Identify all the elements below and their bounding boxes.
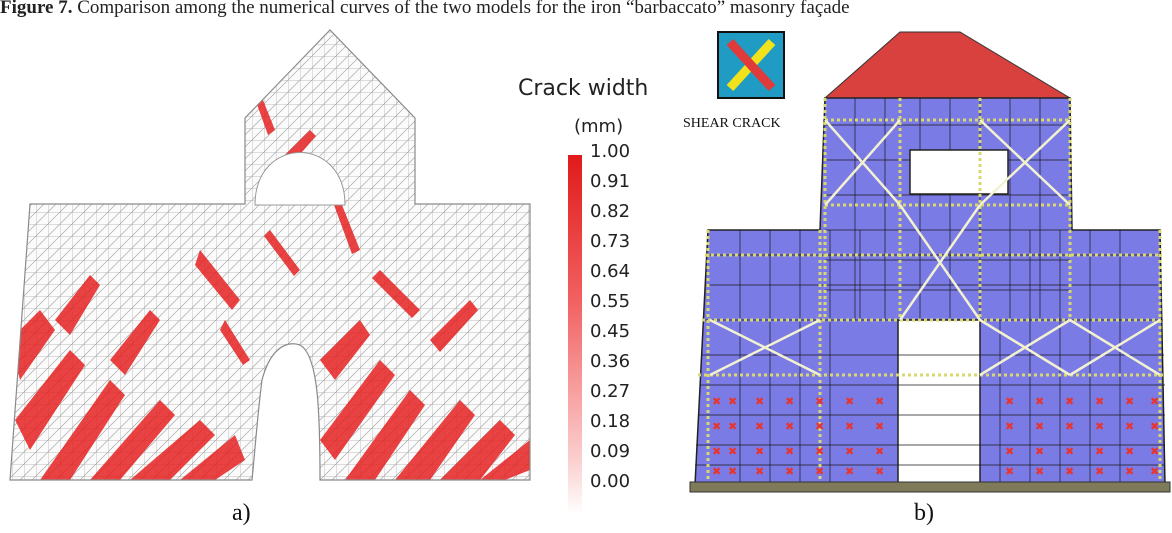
window-opening xyxy=(909,149,1009,195)
crack-marker: ✖ xyxy=(785,445,794,458)
crack-marker: ✖ xyxy=(1150,420,1159,433)
crack-marker: ✖ xyxy=(875,445,884,458)
diagonal-braces xyxy=(709,119,1161,377)
crack-marker: ✖ xyxy=(1035,420,1044,433)
colorbar-tick-label: 0.00 xyxy=(590,471,631,492)
crack-marker: ✖ xyxy=(1005,420,1014,433)
crack-marker: ✖ xyxy=(728,395,737,408)
colorbar-tick-label: 0.45 xyxy=(590,321,631,342)
crack-marker: ✖ xyxy=(1095,420,1104,433)
crack-marker: ✖ xyxy=(1065,445,1074,458)
colorbar-tick-label: 0.82 xyxy=(590,201,631,222)
colorbar-tick-label: 0.09 xyxy=(590,441,631,462)
crack-marker: ✖ xyxy=(815,445,824,458)
crack-marker: ✖ xyxy=(712,445,721,458)
crack-marker: ✖ xyxy=(1035,445,1044,458)
crack-marker: ✖ xyxy=(875,420,884,433)
crack-marker: ✖ xyxy=(1005,465,1014,478)
wall-mesh xyxy=(10,30,530,480)
colorbar-tick-label: 0.36 xyxy=(590,351,631,372)
crack-marker: ✖ xyxy=(1065,420,1074,433)
colorbar xyxy=(568,155,582,515)
crack-marker: ✖ xyxy=(815,395,824,408)
crack-marker: ✖ xyxy=(785,465,794,478)
crack-marker: ✖ xyxy=(755,420,764,433)
ground-slab xyxy=(689,481,1171,493)
crack-marker: ✖ xyxy=(875,395,884,408)
roof xyxy=(823,31,1072,99)
crack-marker: ✖ xyxy=(755,465,764,478)
crack-marker: ✖ xyxy=(728,465,737,478)
panel-a-label: a) xyxy=(232,500,251,526)
legend-unit: (mm) xyxy=(574,116,624,137)
panel-a-crack-map xyxy=(9,29,531,481)
crack-marker: ✖ xyxy=(845,420,854,433)
colorbar-tick-label: 0.18 xyxy=(590,411,631,432)
crack-marker: ✖ xyxy=(755,395,764,408)
panel-b-shear-model: ✖ ✖ ✖ ✖ ✖ ✖ ✖ ✖ ✖ ✖ ✖ ✖ ✖ ✖ ✖ ✖ ✖ ✖ ✖ ✖ ✖ ✖ ✖ ✖ ✖ ✖ ✖ ✖ ✖ ✖ ✖ ✖ ✖ ✖ ✖ ✖ ✖ ✖ ✖ ✖… xyxy=(689,31,1171,493)
colorbar-tick-label: 0.55 xyxy=(590,291,631,312)
crack-marker: ✖ xyxy=(1095,395,1104,408)
colorbar-tick-label: 0.27 xyxy=(590,381,631,402)
colorbar-tick-label: 0.73 xyxy=(590,231,631,252)
crack-markers: ✖ ✖ ✖ ✖ ✖ ✖ ✖ ✖ ✖ ✖ ✖ ✖ ✖ ✖ ✖ ✖ ✖ ✖ ✖ ✖ ✖ ✖ ✖ ✖ ✖ ✖ ✖ ✖ ✖ ✖ ✖ ✖ ✖ ✖ ✖ ✖ ✖ ✖ ✖ ✖… xyxy=(712,395,1159,478)
crack-marker: ✖ xyxy=(1035,465,1044,478)
crack-marker: ✖ xyxy=(712,395,721,408)
crack-marker: ✖ xyxy=(1150,395,1159,408)
crack-marker: ✖ xyxy=(1125,395,1134,408)
crack-marker: ✖ xyxy=(1005,445,1014,458)
crack-marker: ✖ xyxy=(712,420,721,433)
crack-marker: ✖ xyxy=(785,395,794,408)
crack-marker: ✖ xyxy=(1125,465,1134,478)
tie-rods xyxy=(698,98,1165,485)
crack-marker: ✖ xyxy=(785,420,794,433)
crack-marker: ✖ xyxy=(1095,445,1104,458)
arched-window-opening xyxy=(254,152,346,206)
crack-marker: ✖ xyxy=(1150,445,1159,458)
crack-marker: ✖ xyxy=(845,395,854,408)
colorbar-tick-label: 0.64 xyxy=(590,261,631,282)
panel-b-label: b) xyxy=(914,500,934,526)
colorbar-tick-label: 1.00 xyxy=(590,141,631,162)
crack-marker: ✖ xyxy=(1095,465,1104,478)
crack-marker: ✖ xyxy=(1035,395,1044,408)
crack-marker: ✖ xyxy=(1150,465,1159,478)
colorbar-tick-label: 0.91 xyxy=(590,171,631,192)
crack-marker: ✖ xyxy=(1065,395,1074,408)
caption-text: Comparison among the numerical curves of… xyxy=(72,0,850,18)
crack-marker: ✖ xyxy=(815,420,824,433)
shear-crack-symbol xyxy=(717,31,785,99)
crack-marker: ✖ xyxy=(1005,395,1014,408)
legend-title: Crack width xyxy=(518,76,649,101)
crack-marker: ✖ xyxy=(1125,445,1134,458)
crack-marker: ✖ xyxy=(845,465,854,478)
crack-bands xyxy=(10,80,530,480)
crack-marker: ✖ xyxy=(875,465,884,478)
crack-marker: ✖ xyxy=(815,465,824,478)
crack-marker: ✖ xyxy=(1065,465,1074,478)
crack-marker: ✖ xyxy=(728,445,737,458)
crack-marker: ✖ xyxy=(712,465,721,478)
figure-caption: Figure 7. Comparison among the numerical… xyxy=(0,0,1172,19)
facade-model: ✖ ✖ ✖ ✖ ✖ ✖ ✖ ✖ ✖ ✖ ✖ ✖ ✖ ✖ ✖ ✖ ✖ ✖ ✖ ✖ ✖ ✖ ✖ ✖ ✖ ✖ ✖ ✖ ✖ ✖ ✖ ✖ ✖ ✖ ✖ ✖ ✖ ✖ ✖ ✖… xyxy=(689,31,1171,493)
caption-label: Figure 7. xyxy=(0,0,73,18)
crack-marker: ✖ xyxy=(845,445,854,458)
crack-marker: ✖ xyxy=(728,420,737,433)
facade-outline xyxy=(9,29,531,481)
crack-marker: ✖ xyxy=(1125,420,1134,433)
crack-marker: ✖ xyxy=(755,445,764,458)
shear-crack-label: SHEAR CRACK xyxy=(683,116,781,131)
